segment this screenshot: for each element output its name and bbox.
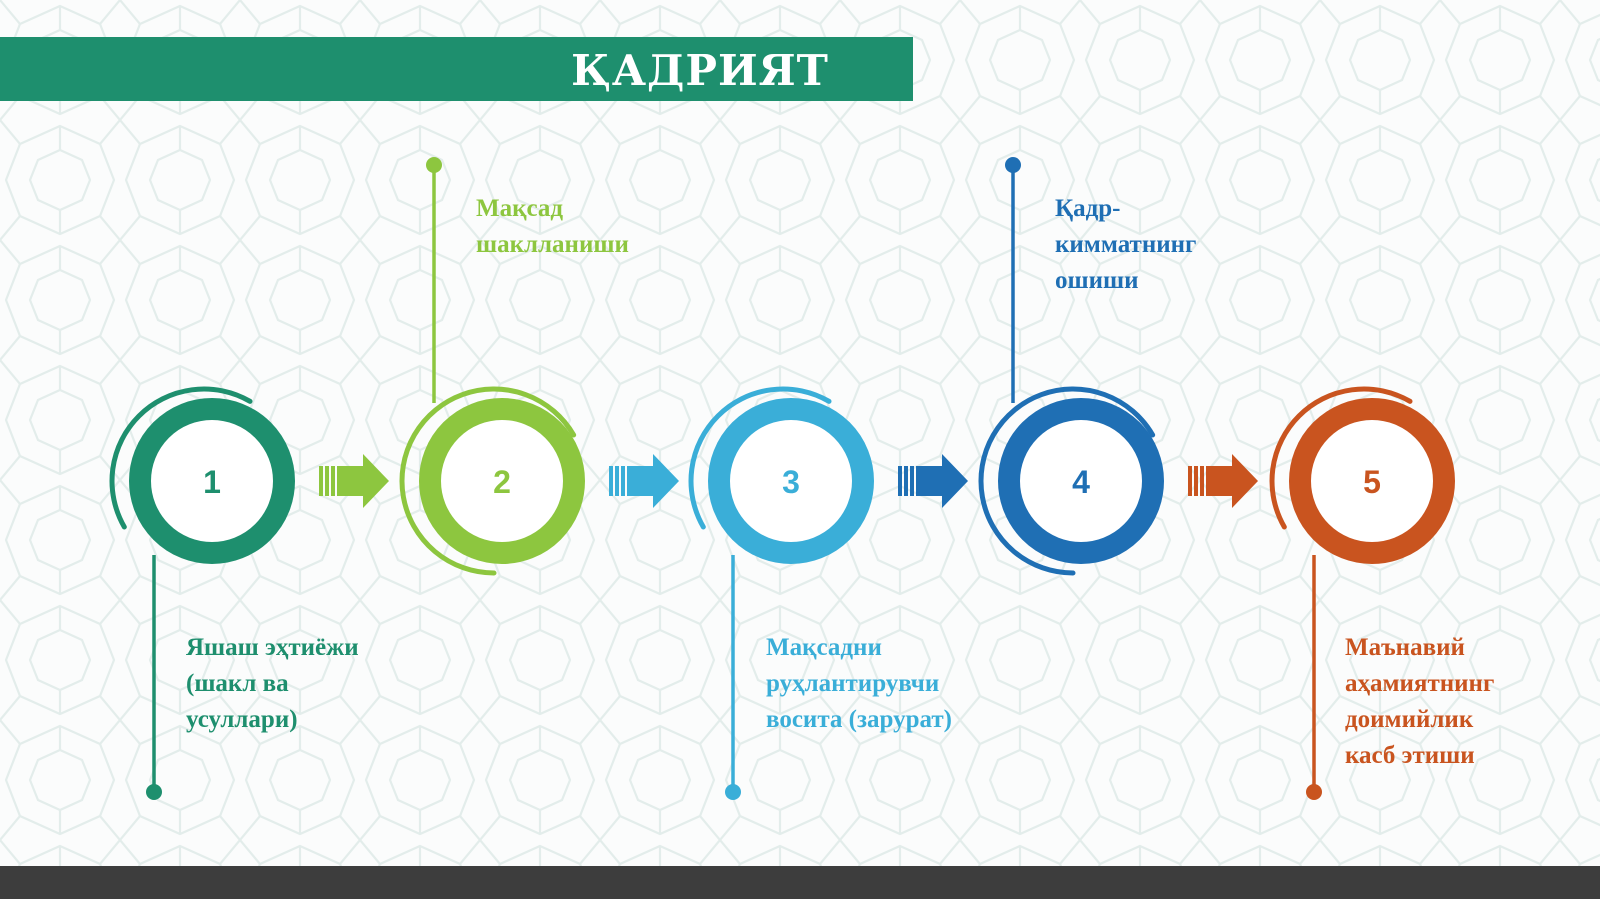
process-diagram: 1 2 3 4 5 [109, 157, 1455, 800]
step-outer-arc [1269, 386, 1413, 530]
arrow-icon [319, 454, 389, 508]
arrow-icon [1188, 454, 1258, 508]
arrow-icon [609, 454, 679, 508]
step-outer-arc [978, 386, 1156, 576]
step-number: 5 [1363, 464, 1381, 500]
step-label: Маънавий aҳамиятнинг доимийлик касб этиш… [1345, 634, 1495, 769]
arrow-icon [898, 454, 968, 508]
step-connector-dot [725, 784, 741, 800]
step-connector-dot [426, 157, 442, 173]
step-ring [708, 398, 874, 564]
step-connector-dot [146, 784, 162, 800]
bottom-bar [0, 866, 1600, 899]
step-ring [998, 398, 1164, 564]
step-number: 3 [782, 464, 800, 500]
step-connector-dot [1005, 157, 1021, 173]
step-number: 2 [493, 464, 511, 500]
step-label: Яшаш эҳтиёжи (шакл ва усуллари) [186, 634, 359, 733]
step-ring [129, 398, 295, 564]
step-label: Мақсад шаклланиши [476, 195, 629, 258]
step-connector-dot [1306, 784, 1322, 800]
title-bar: ҚАДРИЯТ [0, 37, 913, 101]
step-ring [1289, 398, 1455, 564]
step-label: Мақсадни руҳлантирувчи восита (зарурат) [766, 634, 952, 733]
step-outer-arc [109, 386, 253, 530]
step-outer-arc [688, 386, 832, 530]
slide-title: ҚАДРИЯТ [571, 46, 829, 95]
step-label: Қадр- кимматнинг ошиши [1055, 195, 1197, 294]
step-ring [419, 398, 585, 564]
step-number: 4 [1072, 464, 1090, 500]
step-number: 1 [203, 464, 221, 500]
step-outer-arc [399, 386, 577, 576]
